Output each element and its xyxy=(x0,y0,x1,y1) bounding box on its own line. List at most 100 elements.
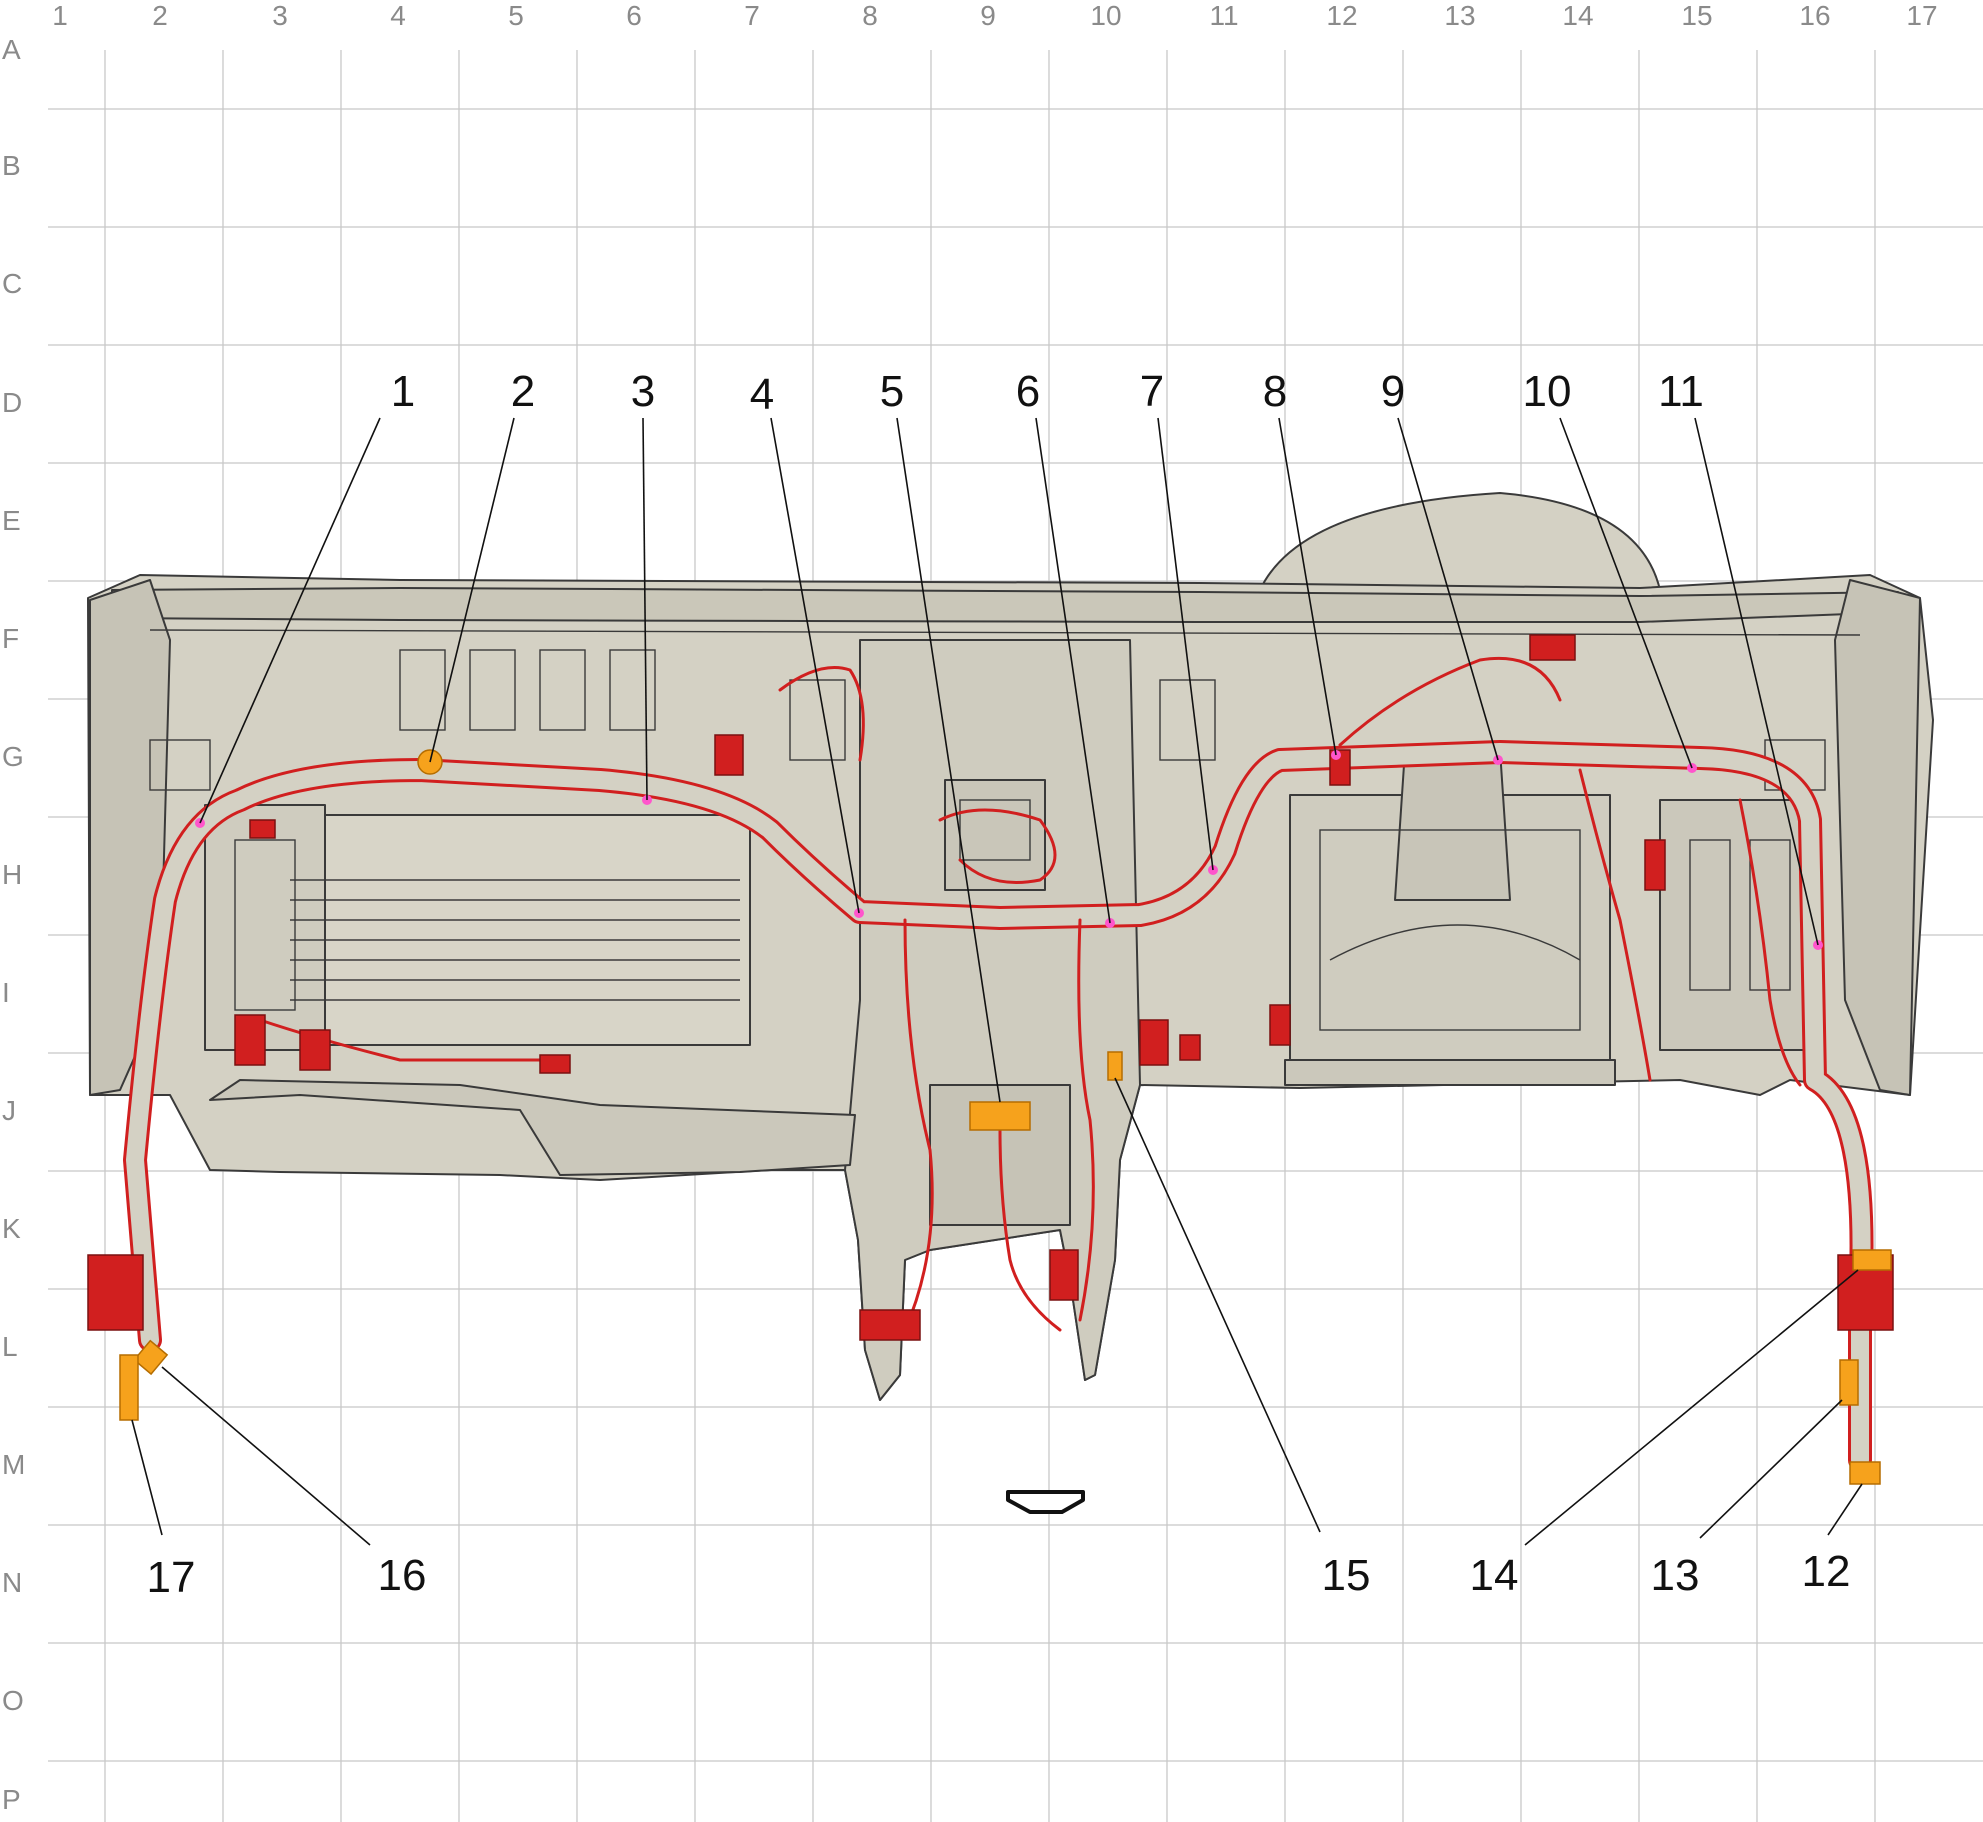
leader-lines xyxy=(131,417,1863,1546)
grid-row-label: J xyxy=(2,1095,16,1126)
center-stack xyxy=(844,639,1141,1401)
branch-center-down-2 xyxy=(1077,918,1095,1322)
instrument-panel-body xyxy=(87,492,1934,1514)
glovebox-frame xyxy=(204,804,326,1051)
connector xyxy=(1179,1034,1201,1061)
harness-main-trunk-fill xyxy=(126,743,1871,1469)
lower-shelf xyxy=(209,1079,856,1176)
hvac-module xyxy=(279,814,751,1046)
orange-connector-14 xyxy=(1852,1249,1892,1271)
callout-6: 6 xyxy=(1015,367,1041,416)
connector xyxy=(234,1014,266,1066)
leader-line-8 xyxy=(1278,417,1337,756)
connector xyxy=(299,1029,331,1071)
grid-row-label: P xyxy=(2,1784,21,1815)
grid-column-label: 16 xyxy=(1799,0,1831,31)
connector xyxy=(1269,1004,1291,1046)
grid-column-label: 1 xyxy=(52,0,68,31)
grid-column-label: 15 xyxy=(1681,0,1713,31)
callout-17: 17 xyxy=(146,1553,196,1602)
callout-9: 9 xyxy=(1380,367,1406,416)
leader-line-12 xyxy=(1827,1483,1863,1536)
leader-line-1 xyxy=(199,417,381,824)
connector xyxy=(714,734,744,776)
orange-module-5 xyxy=(969,1101,1031,1131)
branch-right-mid xyxy=(1578,768,1652,1082)
highlighted-components xyxy=(119,749,1892,1485)
branch-upper-center xyxy=(778,666,865,762)
leader-line-4 xyxy=(770,417,860,914)
leader-line-15 xyxy=(1114,1077,1321,1533)
connector xyxy=(539,1054,571,1074)
leader-line-9 xyxy=(1397,417,1499,761)
leader-line-3 xyxy=(642,417,648,801)
front-arrow xyxy=(1006,1490,1085,1514)
grid-column-label: 8 xyxy=(862,0,878,31)
leader-line-2 xyxy=(429,417,515,763)
grid-row-label: B xyxy=(2,150,21,181)
callout-4: 4 xyxy=(749,370,775,419)
grid-column-label: 4 xyxy=(390,0,406,31)
orange-connector-16 xyxy=(133,1339,169,1376)
grid-column-label: 10 xyxy=(1090,0,1122,31)
callout-14: 14 xyxy=(1469,1551,1519,1600)
center-radio-housing xyxy=(944,779,1046,891)
panel-detail-lines xyxy=(149,629,1861,1031)
grid-row-label: O xyxy=(2,1685,24,1716)
grid-row-label: C xyxy=(2,268,23,299)
leader-line-5 xyxy=(896,417,1001,1103)
steering-column-bracket xyxy=(1394,749,1511,901)
callout-1: 1 xyxy=(390,367,416,416)
connector xyxy=(87,1254,144,1331)
callout-7: 7 xyxy=(1139,367,1165,416)
orange-connector-17 xyxy=(119,1354,139,1421)
connector xyxy=(859,1309,921,1341)
branch-center-down xyxy=(903,918,934,1332)
leader-line-7 xyxy=(1157,417,1214,871)
leader-line-17 xyxy=(131,1419,163,1536)
connector xyxy=(1139,1019,1169,1066)
callout-2: 2 xyxy=(510,367,536,416)
branch-center-console xyxy=(998,1128,1062,1332)
grid-row-label: E xyxy=(2,505,21,536)
wiring-harness xyxy=(123,656,1874,1472)
cluster-lower-housing xyxy=(1284,1059,1616,1086)
branch-radio xyxy=(938,808,1057,884)
grid-column-label: 14 xyxy=(1562,0,1594,31)
connector xyxy=(1049,1249,1079,1301)
leader-line-10 xyxy=(1559,417,1693,769)
connector xyxy=(249,819,276,839)
grid-row-label: F xyxy=(2,623,20,654)
grid-column-label: 17 xyxy=(1906,0,1938,31)
leader-line-13 xyxy=(1699,1399,1843,1539)
callout-16: 16 xyxy=(377,1551,427,1600)
grid-column-label: 2 xyxy=(152,0,168,31)
callout-11: 11 xyxy=(1658,367,1704,416)
grid-row-label: I xyxy=(2,977,10,1008)
grid-row-label: N xyxy=(2,1567,23,1598)
leader-line-16 xyxy=(161,1366,371,1546)
leader-line-14 xyxy=(1524,1269,1859,1546)
grid-column-label: 9 xyxy=(980,0,996,31)
grid-column-label: 12 xyxy=(1326,0,1358,31)
callout-13: 13 xyxy=(1650,1551,1700,1600)
connectors xyxy=(87,634,1894,1341)
orange-connector-15 xyxy=(1107,1051,1123,1081)
grid-row-label: L xyxy=(2,1331,18,1362)
orange-connector-12 xyxy=(1849,1461,1881,1485)
connector xyxy=(1644,839,1666,891)
right-end-bracket xyxy=(1834,579,1921,1096)
leader-line-6 xyxy=(1035,417,1111,924)
callout-3: 3 xyxy=(630,367,656,416)
grid-column-label: 5 xyxy=(508,0,524,31)
leader-line-11 xyxy=(1694,417,1819,946)
grid-row-label: K xyxy=(2,1213,21,1244)
callout-5: 5 xyxy=(879,367,905,416)
grid-row-label: M xyxy=(2,1449,26,1480)
grid-column-label: 3 xyxy=(272,0,288,31)
grid-row-label: H xyxy=(2,859,23,890)
grid-column-label: 6 xyxy=(626,0,642,31)
branch-right-drop xyxy=(1738,798,1802,1087)
